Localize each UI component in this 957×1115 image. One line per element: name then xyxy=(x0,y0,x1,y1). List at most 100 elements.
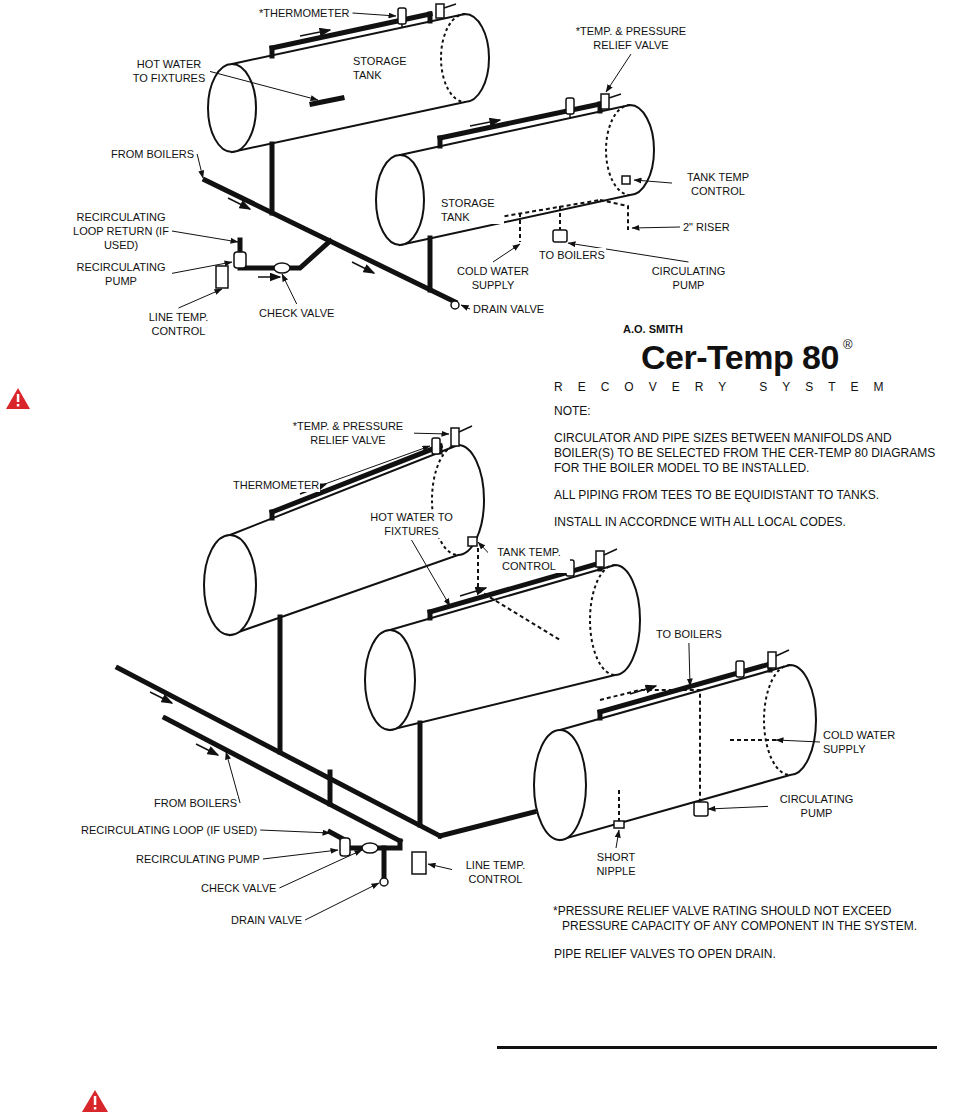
pipe xyxy=(328,772,333,804)
fitting xyxy=(596,551,604,567)
note-heading: NOTE: xyxy=(553,404,592,419)
storage-tank xyxy=(432,445,458,555)
warning-icon xyxy=(17,404,20,407)
pipe xyxy=(270,48,275,56)
part-label: TO BOILERS xyxy=(655,627,723,641)
leader-line xyxy=(197,154,203,178)
fitting xyxy=(444,4,456,8)
registered-mark: ® xyxy=(842,338,854,352)
leader-line xyxy=(493,244,520,262)
flow-arrow xyxy=(470,120,500,126)
storage-tank xyxy=(400,105,654,245)
leader-line xyxy=(708,806,777,809)
logo-wordmark: Cer-Temp 80 xyxy=(640,338,840,376)
warning-icon xyxy=(6,388,30,409)
part-label: CHECK VALVE xyxy=(258,306,335,320)
part-label: LINE TEMP. CONTROL xyxy=(135,310,222,338)
storage-tank xyxy=(764,665,790,775)
pipe xyxy=(205,180,455,302)
note-text: INSTALL IN ACCORDNCE WITH ALL LOCAL CODE… xyxy=(553,515,950,530)
part-label: DRAIN VALVE xyxy=(472,302,545,316)
leader-line xyxy=(279,850,362,888)
section-rule xyxy=(497,1046,937,1049)
leader-line xyxy=(461,305,470,309)
note-text: *PRESSURE RELIEF VALVE RATING SHOULD NOT… xyxy=(553,904,957,934)
fitting xyxy=(234,252,246,268)
note-text: CIRCULATOR AND PIPE SIZES BETWEEN MANIFO… xyxy=(553,431,950,476)
storage-tank xyxy=(606,105,630,195)
pipe xyxy=(428,238,433,290)
leader-line xyxy=(208,71,318,100)
storage-tank xyxy=(590,565,615,675)
part-label: RECIRCULATING LOOP (IF USED) xyxy=(80,823,258,837)
part-label: RECIRCULATING PUMP xyxy=(70,260,172,288)
storage-tank xyxy=(204,445,816,840)
storage-tank xyxy=(365,630,415,730)
hidden-pipe xyxy=(618,790,620,821)
hidden-pipe xyxy=(600,200,628,230)
note-text: ALL PIPING FROM TEES TO BE EQUIDISTANT T… xyxy=(553,488,950,503)
fitting xyxy=(436,4,444,18)
flow-arrow xyxy=(228,198,250,209)
flow-arrow xyxy=(300,30,330,36)
part-label: THERMOMETER xyxy=(232,478,320,492)
part-label: TANK TEMP CONTROL xyxy=(672,170,764,198)
part-label: STORAGE TANK xyxy=(352,54,416,82)
pipe xyxy=(270,512,275,518)
part-label: CIRCULATING PUMP xyxy=(768,792,865,820)
leader-line xyxy=(305,883,379,920)
part-label: *THERMOMETER xyxy=(258,6,350,20)
leader-line xyxy=(263,850,338,859)
fitting xyxy=(401,24,403,28)
fitting xyxy=(412,852,426,874)
part-label: *TEMP. & PRESSURE RELIEF VALVE xyxy=(565,24,697,52)
pipe xyxy=(438,138,443,146)
part-label: RECIRCULATING LOOP RETURN (IF USED) xyxy=(70,210,172,252)
pipe xyxy=(270,144,275,213)
storage-tank xyxy=(441,14,465,102)
part-label: COLD WATER SUPPLY xyxy=(822,728,914,756)
fitting xyxy=(216,266,228,288)
flow-arrow xyxy=(150,692,172,703)
fitting xyxy=(459,426,472,432)
fitting xyxy=(432,438,440,454)
fitting xyxy=(451,301,459,309)
fitting xyxy=(604,549,617,555)
fitting xyxy=(614,821,624,828)
part-label: SHORT NIPPLE xyxy=(585,850,647,878)
part-label: LINE TEMP. CONTROL xyxy=(452,858,539,886)
fitting xyxy=(566,98,574,114)
leader-line xyxy=(606,54,631,92)
part-label: HOT WATER TO FIXTURES xyxy=(128,57,210,85)
storage-tank xyxy=(232,14,489,152)
fitting xyxy=(694,802,708,816)
flow-arrow xyxy=(228,30,500,277)
hidden-pipe xyxy=(730,739,776,741)
storage-tank xyxy=(534,730,586,840)
leader-line xyxy=(179,289,223,308)
pipe xyxy=(440,812,534,836)
storage-tank xyxy=(376,155,424,245)
logo-tagline: RECOVERY SYSTEM xyxy=(553,380,900,394)
leader-line xyxy=(632,227,680,228)
hidden-pipe xyxy=(600,690,700,802)
part-label: TANK TEMP. CONTROL xyxy=(488,545,570,573)
leader-line xyxy=(172,231,238,242)
part-label: 2" RISER xyxy=(682,220,731,234)
pipe xyxy=(428,14,433,21)
warning-icon xyxy=(17,394,20,402)
warning-icon xyxy=(82,1090,108,1112)
warning-icon xyxy=(6,388,30,409)
storage-tank xyxy=(204,535,256,635)
pipe xyxy=(278,617,283,752)
fitting xyxy=(468,537,477,546)
pipe xyxy=(118,446,770,878)
part-label: TO BOILERS xyxy=(538,248,606,262)
part-label: CIRCULATING PUMP xyxy=(640,264,737,292)
leader-line xyxy=(412,540,451,606)
pipe xyxy=(312,98,342,104)
pipe xyxy=(382,848,387,878)
leader-line xyxy=(689,643,690,686)
fitting xyxy=(398,8,406,24)
leader-line xyxy=(260,830,330,833)
